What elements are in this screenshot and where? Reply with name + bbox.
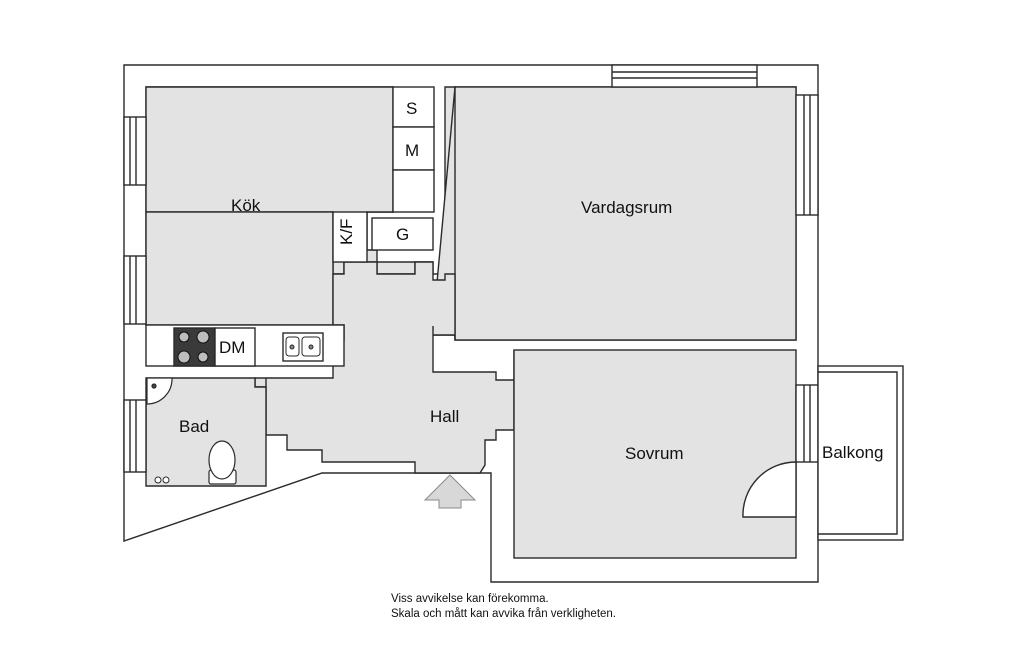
dishwasher-box	[214, 327, 256, 367]
bedroom-label: Sovrum	[625, 444, 684, 463]
kitchen-lower	[145, 211, 334, 326]
g-box	[371, 217, 434, 251]
bathroom-floor	[145, 377, 267, 487]
kitchen-label: Kök	[231, 196, 261, 215]
fridge-freezer-label: K/F	[337, 218, 356, 245]
washbasin	[146, 377, 173, 405]
disclaimer: Viss avvikelse kan förekomma. Skala och …	[391, 592, 616, 622]
g-label: G	[396, 225, 410, 244]
window-living-right	[795, 94, 819, 216]
window-living-top	[611, 64, 758, 88]
bedroom-door	[742, 461, 797, 518]
toilet	[208, 440, 237, 485]
hall-label: Hall	[430, 407, 460, 426]
balcony	[817, 365, 904, 541]
shower-tap	[154, 476, 170, 484]
disclaimer-line-2: Skala och mått kan avvika från verklighe…	[391, 608, 617, 620]
window-kitchen-1	[123, 116, 147, 186]
balcony-label: Balkong	[822, 443, 884, 462]
fridge-freezer-box	[332, 211, 368, 263]
bedroom-floor	[513, 349, 797, 559]
window-bathroom	[123, 399, 147, 473]
m-label: M	[405, 141, 420, 160]
storage-lower-box	[392, 169, 435, 213]
entrance-arrow	[423, 474, 477, 509]
bathroom-label: Bad	[179, 417, 210, 436]
window-kitchen-2	[123, 255, 147, 325]
dishwasher-label: DM	[219, 338, 246, 357]
disclaimer-line-1: Viss avvikelse kan förekomma.	[391, 593, 549, 605]
storage-label: S	[406, 99, 418, 118]
living-room-label: Vardagsrum	[581, 198, 673, 217]
window-bedroom	[795, 384, 819, 463]
